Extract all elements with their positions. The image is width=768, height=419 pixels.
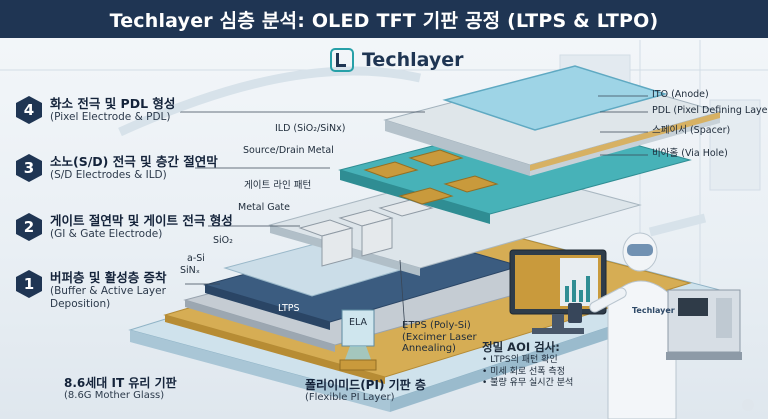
label-ito: ITO (Anode) <box>652 89 709 100</box>
step-2: 2 게이트 절연막 및 게이트 전극 형성 (GI & Gate Electro… <box>16 213 233 241</box>
step-4-subtitle: (Pixel Electrode & PDL) <box>50 111 171 123</box>
step-3-text: 소노(S/D) 전극 및 층간 절연막 (S/D Electrodes & IL… <box>50 154 218 182</box>
label-sio2: SiO₂ <box>213 235 233 246</box>
step-2-title: 게이트 절연막 및 게이트 전극 형성 <box>50 213 233 228</box>
step-1: 1 버퍼층 및 활성층 증착 (Buffer & Active Layer De… <box>16 270 190 310</box>
technician <box>568 232 677 419</box>
label-a-si: a-Si <box>187 253 205 264</box>
techlayer-logo: Techlayer <box>330 48 464 72</box>
label-ela: ELA <box>349 317 368 328</box>
step-2-subtitle: (GI & Gate Electrode) <box>50 228 163 240</box>
label-mother-glass: 8.6세대 IT 유리 기판 (8.6G Mother Glass) <box>64 376 177 402</box>
label-gate-line-pattern: 게이트 라인 패턴 <box>244 180 312 191</box>
etps-line2: (Excimer Laser <box>402 331 477 343</box>
step-3-subtitle: (S/D Electrodes & ILD) <box>50 169 167 181</box>
label-via-hole: 비아홀 (Via Hole) <box>652 148 728 159</box>
step-3-hex-icon: 3 <box>16 154 42 182</box>
label-etps: ETPS (Poly-Si) (Excimer Laser Annealing) <box>402 320 477 355</box>
ito-anode <box>442 65 668 131</box>
etps-line3: Annealing) <box>402 343 456 354</box>
aoi-item-2: • 미세 회로 선폭 측정 <box>482 366 565 377</box>
label-pdl: PDL (Pixel Defining Layer) <box>652 105 768 116</box>
flow-arrow-left <box>118 66 421 137</box>
label-metal-gate: Metal Gate <box>238 202 290 213</box>
label-source-drain: Source/Drain Metal <box>243 145 334 156</box>
step-4-title: 화소 전극 및 PDL 형성 <box>50 96 176 111</box>
pi-subtitle: (Flexible PI Layer) <box>305 392 395 404</box>
step-1-subtitle: (Buffer & Active Layer Deposition) <box>50 285 166 310</box>
label-ltps: LTPS <box>278 303 300 314</box>
gate-electrodes <box>298 199 434 267</box>
layer-stack-illustration <box>0 40 768 419</box>
background-room <box>0 40 768 330</box>
label-ild: ILD (SiO₂/SiNx) <box>275 123 346 134</box>
step-4-text: 화소 전극 및 PDL 형성 (Pixel Electrode & PDL) <box>50 96 175 124</box>
aoi-item-3: • 불량 유무 실시간 분석 <box>482 378 574 389</box>
flow-arrow-right <box>648 213 707 237</box>
suit-badge: Techlayer <box>632 306 675 315</box>
step-4: 4 화소 전극 및 PDL 형성 (Pixel Electrode & PDL) <box>16 96 175 124</box>
etps-line1: ETPS (Poly-Si) <box>402 320 471 331</box>
spacer-layer <box>530 112 720 171</box>
label-spacer: 스페이서 (Spacer) <box>652 125 731 136</box>
aoi-workstation <box>509 249 607 334</box>
step-1-text: 버퍼층 및 활성층 증착 (Buffer & Active Layer Depo… <box>50 270 190 310</box>
source-drain-pads <box>363 149 499 205</box>
step-2-hex-icon: 2 <box>16 213 42 241</box>
pi-title: 폴리이미드(PI) 기판 층 <box>305 378 426 392</box>
page-title: Techlayer 심층 분석: OLED TFT 기판 공정 (LTPS & … <box>0 0 768 38</box>
label-pi-layer: 폴리이미드(PI) 기판 층 (Flexible PI Layer) <box>305 378 426 404</box>
aoi-item-1: • LTPS의 패턴 확인 <box>482 354 558 365</box>
step-1-title: 버퍼층 및 활성층 증착 <box>50 270 167 285</box>
logo-text: Techlayer <box>362 49 464 71</box>
logo-icon <box>330 48 354 72</box>
step-2-text: 게이트 절연막 및 게이트 전극 형성 (GI & Gate Electrode… <box>50 213 233 241</box>
aoi-title: 정밀 AOI 검사: <box>482 340 560 354</box>
ela-laser <box>339 309 377 371</box>
step-1-hex-icon: 1 <box>16 270 42 298</box>
step-3: 3 소노(S/D) 전극 및 층간 절연막 (S/D Electrodes & … <box>16 154 218 182</box>
glass-title: 8.6세대 IT 유리 기판 <box>64 376 177 390</box>
step-4-hex-icon: 4 <box>16 96 42 124</box>
glass-subtitle: (8.6G Mother Glass) <box>64 390 165 402</box>
label-sinx: SiNₓ <box>180 265 200 276</box>
inspection-machine <box>666 289 742 360</box>
aoi-inspection-note: 정밀 AOI 검사: • LTPS의 패턴 확인 • 미세 회로 선폭 측정 •… <box>482 340 573 390</box>
step-3-title: 소노(S/D) 전극 및 층간 절연막 <box>50 154 218 169</box>
